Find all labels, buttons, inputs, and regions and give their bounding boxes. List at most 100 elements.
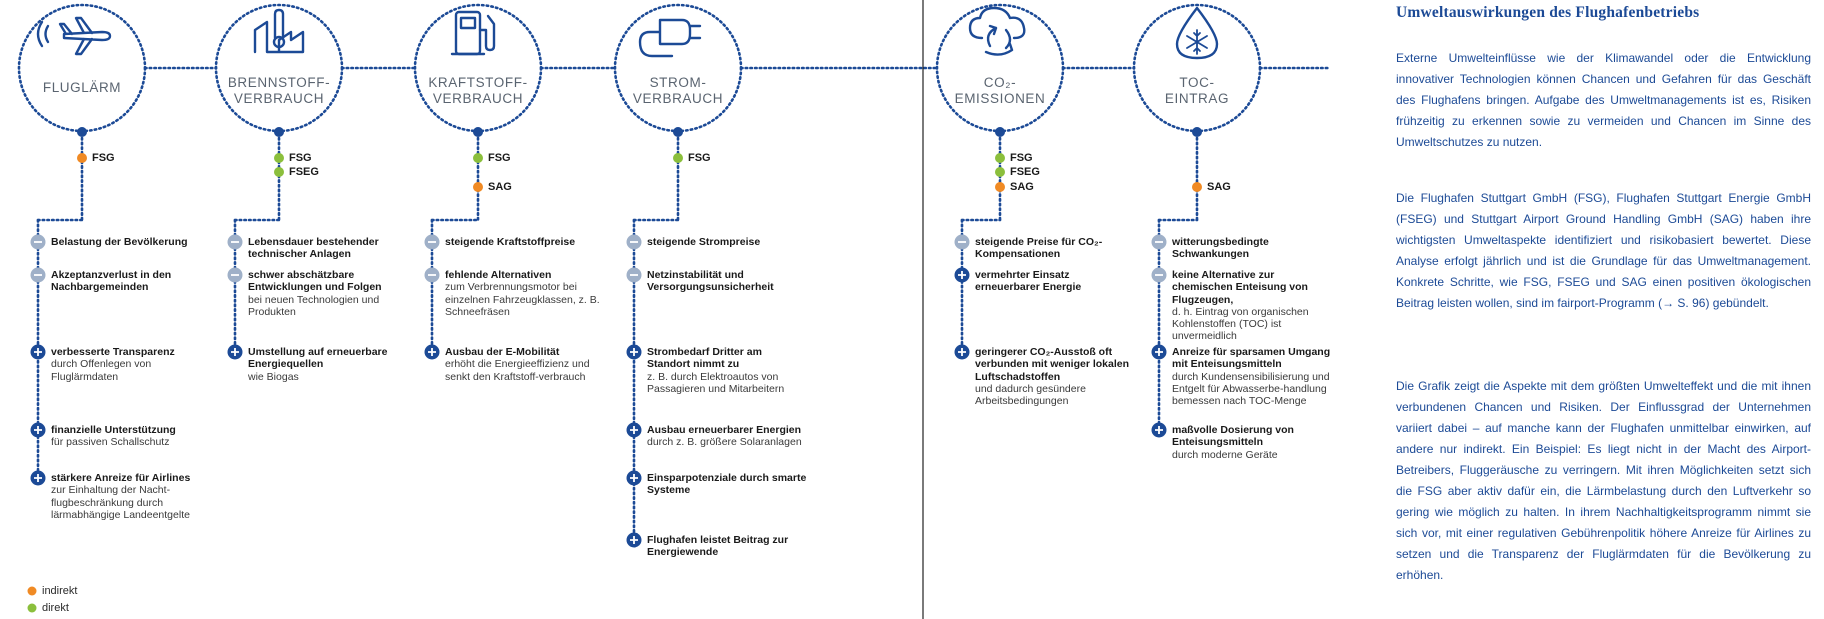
category-title: BRENNSTOFF- VERBRAUCH xyxy=(227,75,331,106)
minus-marker xyxy=(1151,267,1167,283)
drop-snowflake-icon xyxy=(1175,6,1219,60)
entity-label: SAG xyxy=(488,181,512,193)
category-circle xyxy=(214,3,344,133)
minus-marker xyxy=(30,234,46,250)
minus-marker xyxy=(626,267,642,283)
building-thermometer-icon xyxy=(253,8,305,54)
plus-marker xyxy=(30,344,46,360)
hub-dot xyxy=(1192,127,1202,137)
plus-marker xyxy=(424,344,440,360)
entity-label: SAG xyxy=(1010,181,1034,193)
item-text: maßvolle Dosierung von Enteisungsmitteln… xyxy=(1172,424,1294,461)
plus-marker xyxy=(626,470,642,486)
airplane-icon xyxy=(36,16,112,56)
category-title: KRAFTSTOFF- VERBRAUCH xyxy=(428,75,528,106)
item-text: schwer abschätzbare Entwicklungen und Fo… xyxy=(248,269,382,318)
hub-dot xyxy=(673,127,683,137)
category-title: CO₂- EMISSIONEN xyxy=(954,75,1046,106)
category-title: FLUGLÄRM xyxy=(42,80,122,95)
item-text: Netzinstabilität und Versorgungsunsicher… xyxy=(647,269,774,294)
category-circle xyxy=(613,3,743,133)
icons xyxy=(36,6,1219,60)
sidebar-paragraph-3: Die Grafik zeigt die Aspekte mit dem grö… xyxy=(1396,379,1811,582)
plus-marker xyxy=(954,344,970,360)
entity-dot xyxy=(995,153,1005,163)
item-text: Umstellung auf erneuerbare Energiequelle… xyxy=(248,346,388,383)
minus-marker xyxy=(227,267,243,283)
entity-dot xyxy=(274,153,284,163)
entity-label: FSG xyxy=(1010,152,1033,164)
entity-dot xyxy=(473,153,483,163)
connectors xyxy=(17,3,1332,542)
item-text: Flughafen leistet Beitrag zur Energiewen… xyxy=(647,534,789,559)
cloud-cycle-icon xyxy=(968,6,1026,56)
sidebar-heading: Umweltauswirkungen des Flughafenbetriebs xyxy=(1396,4,1700,21)
item-text: steigende Preise für CO₂-Kompensationen xyxy=(975,236,1103,261)
entity-label: FSG xyxy=(92,152,115,164)
entity-dot xyxy=(473,182,483,192)
minus-marker xyxy=(227,234,243,250)
sidebar-paragraph-1: Externe Umwelteinflüsse wie der Klimawan… xyxy=(1396,51,1811,149)
item-text: vermehrter Einsatz erneuerbarer Energie xyxy=(975,269,1082,294)
legend-dots xyxy=(27,586,37,613)
plus-marker xyxy=(1151,422,1167,438)
entity-label: FSEG xyxy=(289,166,319,178)
plus-marker xyxy=(626,344,642,360)
entity-dot xyxy=(77,153,87,163)
minus-marker xyxy=(1151,234,1167,250)
plus-marker xyxy=(227,344,243,360)
item-text: keine Alternative zur chemischen Enteisu… xyxy=(1172,269,1309,343)
hub-dot xyxy=(77,127,87,137)
legend-direkt: direkt xyxy=(42,602,69,614)
item-text: Lebensdauer bestehender technischer Anla… xyxy=(248,236,379,261)
item-text: steigende Kraftstoffpreise xyxy=(445,236,576,248)
entity-dot xyxy=(673,153,683,163)
minus-marker xyxy=(954,234,970,250)
legend-indirekt: indirekt xyxy=(42,585,78,597)
item-text: witterungsbedingte Schwankungen xyxy=(1172,236,1269,261)
hub-dot xyxy=(473,127,483,137)
item-text: Akzeptanzverlust in den Nachbargemeinden xyxy=(51,269,172,294)
plus-marker xyxy=(626,532,642,548)
item-text: geringerer CO₂-Ausstoß oft verbunden mit… xyxy=(975,346,1130,408)
plus-marker xyxy=(30,470,46,486)
category-circle xyxy=(413,3,543,133)
entity-label: FSG xyxy=(289,152,312,164)
minus-marker xyxy=(424,234,440,250)
minus-marker xyxy=(30,267,46,283)
item-text: steigende Strompreise xyxy=(647,236,761,248)
category-title: TOC- EINTRAG xyxy=(1164,75,1230,106)
entity-dot xyxy=(995,182,1005,192)
entity-label: FSEG xyxy=(1010,166,1040,178)
hub-dot xyxy=(274,127,284,137)
plus-marker xyxy=(1151,344,1167,360)
fuel-pump-icon xyxy=(450,10,496,56)
entity-label: SAG xyxy=(1207,181,1231,193)
sidebar-paragraph-2: Die Flughafen Stuttgart GmbH (FSG), Flug… xyxy=(1396,191,1811,310)
plus-marker xyxy=(626,422,642,438)
category-circle xyxy=(17,3,147,133)
entity-label: FSG xyxy=(488,152,511,164)
entity-dot xyxy=(995,167,1005,177)
category-title: STROM- VERBRAUCH xyxy=(632,75,724,106)
minus-marker xyxy=(626,234,642,250)
plus-marker xyxy=(30,422,46,438)
minus-marker xyxy=(424,267,440,283)
hub-dot xyxy=(995,127,1005,137)
category-circle xyxy=(935,3,1065,133)
plug-icon xyxy=(638,18,702,58)
entity-dot xyxy=(274,167,284,177)
item-text: Belastung der Bevölkerung xyxy=(51,236,188,248)
entity-label: FSG xyxy=(688,152,711,164)
markers xyxy=(30,127,1202,548)
plus-marker xyxy=(954,267,970,283)
entity-dot xyxy=(1192,182,1202,192)
item-text: Einsparpotenziale durch smarte Systeme xyxy=(647,472,807,497)
